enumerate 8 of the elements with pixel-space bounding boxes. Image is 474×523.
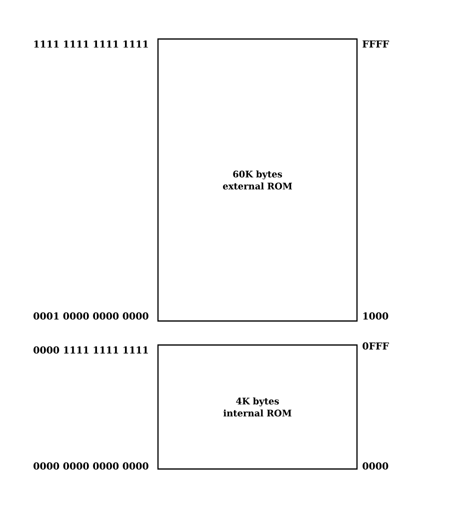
address-label: 0001 0000 0000 0000 bbox=[34, 312, 148, 320]
memory-block: 60K bytes external ROM bbox=[157, 38, 358, 322]
memory-block: 4K bytes internal ROM bbox=[157, 344, 358, 470]
address-label: 1000 bbox=[363, 312, 388, 320]
address-label: 0FFF bbox=[362, 342, 389, 350]
address-label: 0000 0000 0000 0000 bbox=[34, 462, 148, 470]
address-label: 0000 1111 1111 1111 bbox=[34, 346, 148, 354]
address-label: 1111 1111 1111 1111 bbox=[34, 40, 148, 48]
